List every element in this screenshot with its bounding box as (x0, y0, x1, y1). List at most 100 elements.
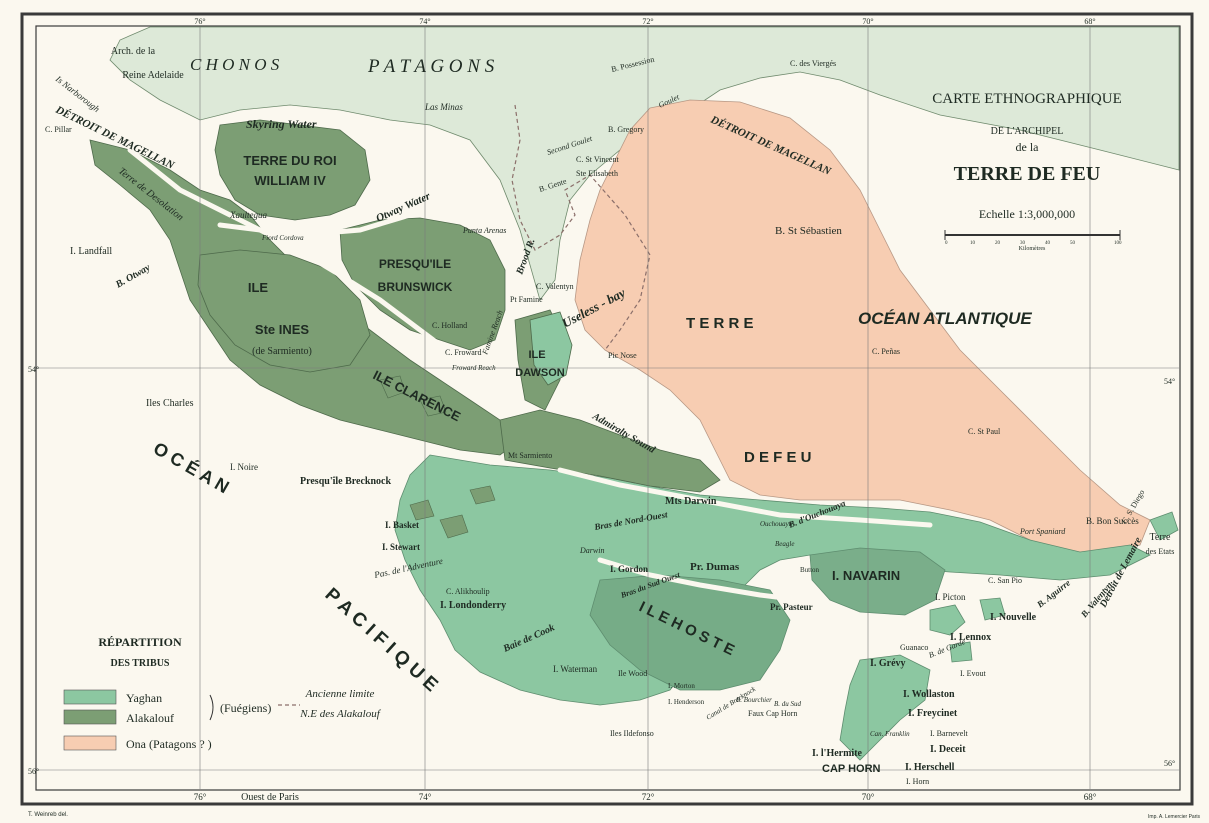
label-i-picton: I. Picton (935, 592, 966, 602)
label-c-virgenes: C. des Viergés (790, 59, 836, 68)
scale-label: Echelle 1:3,000,000 (979, 207, 1075, 221)
scale-tick-4: 40 (1045, 241, 1051, 246)
label-c-san-pio: C. San Pio (988, 576, 1022, 585)
title-line2: DE L'ARCHIPEL (991, 126, 1064, 137)
legend-limit-label2: N.E des Alakalouf (299, 708, 381, 720)
label-ouchouaya: Ouchouaya (760, 520, 793, 528)
label-i-stewart: I. Stewart (382, 542, 420, 552)
alakalouf-brunswick (339, 217, 506, 351)
label-i-barnevelt: I. Barnevelt (930, 729, 969, 738)
label-xaultegua: Xaultegua (229, 210, 267, 220)
label-c-penas: C. Peñas (872, 347, 900, 356)
label-fiord: Fiord Cordova (261, 234, 304, 242)
label-c-st-paul: C. St Paul (968, 427, 1001, 436)
label-mts-darwin: Mts Darwin (665, 496, 717, 507)
lat-left-54: 54° (28, 365, 39, 374)
label-i-herschell: I. Herschell (905, 762, 955, 773)
label-pr-dumas: Pr. Dumas (690, 561, 740, 573)
staten-island (1149, 511, 1179, 541)
label-i-freycinet: I. Freycinet (908, 708, 958, 719)
scale-unit: Kilomètres (1019, 246, 1046, 252)
label-i-henderson: I. Henderson (668, 698, 705, 706)
lon-bottom-70: 70° (862, 792, 875, 802)
label-c-holland: C. Holland (432, 321, 467, 330)
label-ocean-atlantique: OCÉAN ATLANTIQUE (858, 309, 1032, 328)
legend-swatch-ona (63, 735, 117, 751)
label-ile-dawson1: ILE (528, 349, 545, 361)
lon-top-72: 72° (642, 17, 653, 26)
legend-label-yaghan: Yaghan (126, 691, 162, 705)
label-guanaco: Guanaco (900, 643, 928, 652)
label-ste-elisabeth: Ste Elisabeth (576, 169, 618, 178)
label-navarin: I. NAVARIN (832, 568, 900, 583)
label-port-spaniard: Port Spaniard (1019, 527, 1066, 536)
lon-bottom-76: 76° (194, 792, 207, 802)
graticule (37, 27, 1179, 789)
credit-right: Imp. A. Lemercier Paris (1148, 814, 1200, 820)
label-landfall: I. Landfall (70, 246, 112, 257)
label-b-st-sebastien: B. St Sébastien (775, 225, 842, 237)
lat-right-54: 54° (1164, 377, 1175, 386)
label-c-valentyn: C. Valentyn (536, 282, 574, 291)
title-line1: CARTE ETHNOGRAPHIQUE (932, 91, 1122, 107)
label-william: WILLIAM IV (254, 173, 326, 188)
label-beagle: Beagle (775, 540, 794, 548)
lon-bottom-72: 72° (642, 792, 655, 802)
alakalouf-santa-ines (197, 249, 371, 373)
lon-top-70: 70° (862, 17, 873, 26)
label-arch-reine2: Reine Adelaide (122, 70, 184, 81)
legend-group-label: (Fuégiens) (220, 701, 271, 715)
legend-swatch-alakalouf (63, 709, 117, 725)
label-b-bon-succes: B. Bon Succès (1086, 516, 1139, 526)
ancienne-limite-line (511, 104, 651, 351)
label-darwin-channel: Darwin (579, 546, 604, 555)
label-i-deceit: I. Deceit (930, 744, 966, 755)
label-mt-sarmiento: Mt Sarmiento (508, 451, 552, 460)
label-presquile: PRESQU'ILE (379, 257, 451, 271)
scale-tick-0: 0 (945, 241, 948, 246)
label-cap-horn: CAP HORN (822, 763, 881, 775)
credit-left: T. Weinreb del. (28, 812, 68, 818)
legend-title1: RÉPARTITION (98, 635, 182, 649)
label-pic-nose: Pic Nose (608, 351, 637, 360)
label-las-minas: Las Minas (424, 102, 463, 112)
label-i-wood: Ile Wood (618, 669, 647, 678)
label-i-grevy: I. Grévy (870, 658, 906, 669)
ona-territory (574, 99, 1151, 556)
legend-label-alakalouf: Alakalouf (126, 711, 174, 725)
label-de-feu: D E F E U (744, 449, 812, 466)
lat-right-56: 56° (1164, 759, 1175, 768)
label-chonos: C H O N O S (190, 55, 280, 74)
label-patagons: P A T A G O N S (367, 56, 495, 77)
label-i-hermite: I. l'Hermite (812, 748, 863, 759)
label-i-horn: I. Horn (906, 777, 929, 786)
label-b-gregory: B. Gregory (608, 125, 644, 134)
patagonia-mainland (109, 26, 1180, 301)
lon-top-68: 68° (1084, 17, 1095, 26)
scale-tick-6: 100 (1114, 241, 1122, 246)
label-c-froward: C. Froward (445, 348, 481, 357)
label-terre: T E R R E (686, 315, 754, 332)
outer-frame (20, 12, 1194, 806)
label-i-noire: I. Noire (230, 462, 258, 472)
isla-hoste (589, 574, 791, 691)
scale-bar (944, 230, 1121, 240)
alakalouf-king-william-land (214, 119, 371, 221)
inner-frame (35, 25, 1181, 791)
lon-top-76: 76° (194, 17, 205, 26)
label-pr-pasteur: Pr. Pasteur (770, 602, 813, 612)
label-punta-arenas: Punta Arenas (462, 226, 506, 235)
lon-bottom-68: 68° (1084, 792, 1097, 802)
label-b-bourchier: B. Bourchier (736, 696, 772, 704)
scale-tick-2: 20 (995, 241, 1001, 246)
legend-title2: DES TRIBUS (110, 658, 169, 669)
legend-brace (209, 694, 214, 721)
legend-label-ona: Ona (Patagons ? ) (126, 737, 212, 751)
label-i-waterman: I. Waterman (553, 664, 598, 674)
label-button: Button (800, 566, 820, 574)
isla-navarin (809, 547, 946, 616)
label-ile-dawson2: DAWSON (515, 367, 565, 379)
label-c-alikhoulip: C. Alikhoulip (446, 587, 490, 596)
